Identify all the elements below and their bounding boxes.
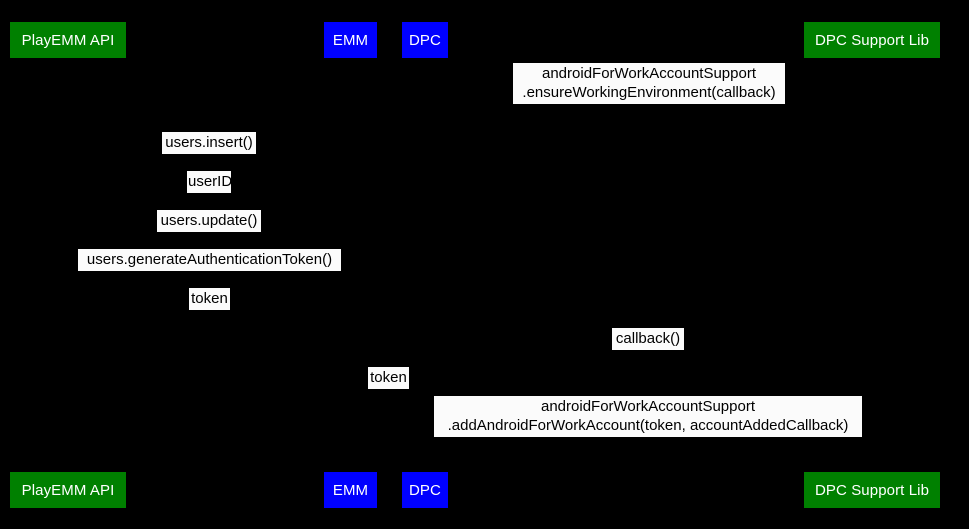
participant-playemm-api-top[interactable]: PlayEMM API (10, 22, 126, 58)
lifeline-playemm-api (68, 58, 69, 472)
message-arrow-callback (425, 351, 872, 352)
participant-emm-bottom[interactable]: EMM (324, 472, 377, 508)
participant-label: EMM (332, 31, 369, 49)
message-arrow-users-generate-authentication-token (68, 272, 351, 273)
message-arrow-user-id (68, 194, 351, 195)
message-label-user-id: userID (187, 171, 232, 193)
participant-label: DPC Support Lib (814, 31, 930, 49)
participant-dpc-top[interactable]: DPC (402, 22, 448, 58)
participant-label: DPC Support Lib (814, 481, 930, 499)
participant-dpc-bottom[interactable]: DPC (402, 472, 448, 508)
message-arrow-ensure-working-environment (425, 104, 872, 105)
message-arrow-users-update (68, 233, 351, 234)
message-arrow-users-insert (68, 155, 351, 156)
participant-label: PlayEMM API (21, 481, 115, 499)
message-label-token-to-dpc: token (368, 367, 409, 389)
message-arrow-token-to-dpc (351, 390, 425, 391)
participant-playemm-api-bottom[interactable]: PlayEMM API (10, 472, 126, 508)
participant-label: DPC (409, 481, 441, 499)
lifeline-emm (351, 58, 352, 472)
message-label-users-update: users.update() (157, 210, 261, 232)
lifeline-dpc (425, 58, 426, 472)
participant-label: PlayEMM API (21, 31, 115, 49)
participant-dpc-support-lib-bottom[interactable]: DPC Support Lib (804, 472, 940, 508)
message-label-ensure-working-environment: androidForWorkAccountSupport .ensureWork… (513, 63, 785, 104)
message-label-users-generate-authentication-token: users.generateAuthenticationToken() (78, 249, 341, 271)
message-label-callback: callback() (612, 328, 684, 350)
message-label-add-android-for-work-account: androidForWorkAccountSupport .addAndroid… (434, 396, 862, 437)
lifeline-dpc-support-lib (872, 58, 873, 472)
message-arrow-token-to-emm (68, 311, 351, 312)
participant-emm-top[interactable]: EMM (324, 22, 377, 58)
message-label-users-insert: users.insert() (162, 132, 256, 154)
message-arrow-add-android-for-work-account (425, 437, 872, 438)
participant-dpc-support-lib-top[interactable]: DPC Support Lib (804, 22, 940, 58)
participant-label: EMM (332, 481, 369, 499)
participant-label: DPC (409, 31, 441, 49)
message-label-token-to-emm: token (189, 288, 230, 310)
